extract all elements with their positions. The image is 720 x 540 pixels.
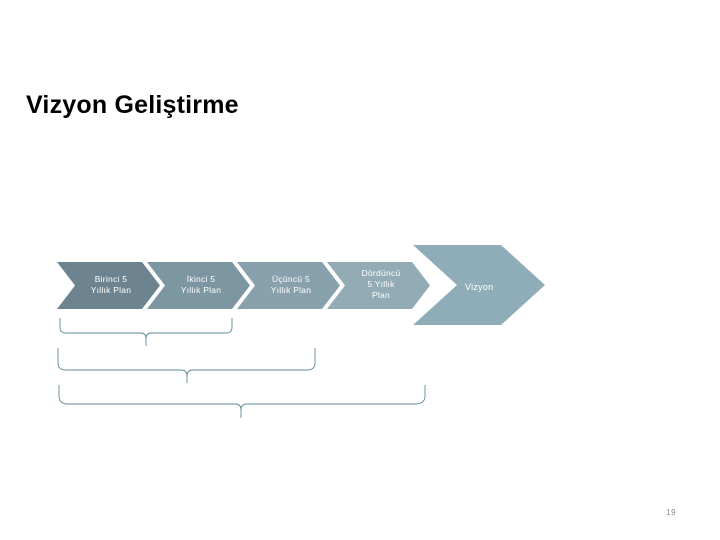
bracket-group-2 bbox=[57, 348, 316, 383]
chevron-vision[interactable] bbox=[413, 245, 545, 325]
chevron-plan-2[interactable] bbox=[147, 262, 250, 309]
page-title: Vizyon Geliştirme bbox=[26, 91, 239, 119]
chevron-plan-1[interactable] bbox=[57, 262, 160, 309]
page-number: 19 bbox=[666, 508, 676, 517]
chevron-plan-3[interactable] bbox=[237, 262, 340, 309]
bracket-group-1 bbox=[59, 318, 233, 346]
chevron-plan-4[interactable] bbox=[327, 262, 430, 309]
bracket-1 bbox=[59, 318, 233, 340]
bracket-group-3 bbox=[58, 385, 426, 418]
bracket-2 bbox=[57, 348, 316, 377]
bracket-3 bbox=[58, 385, 426, 411]
